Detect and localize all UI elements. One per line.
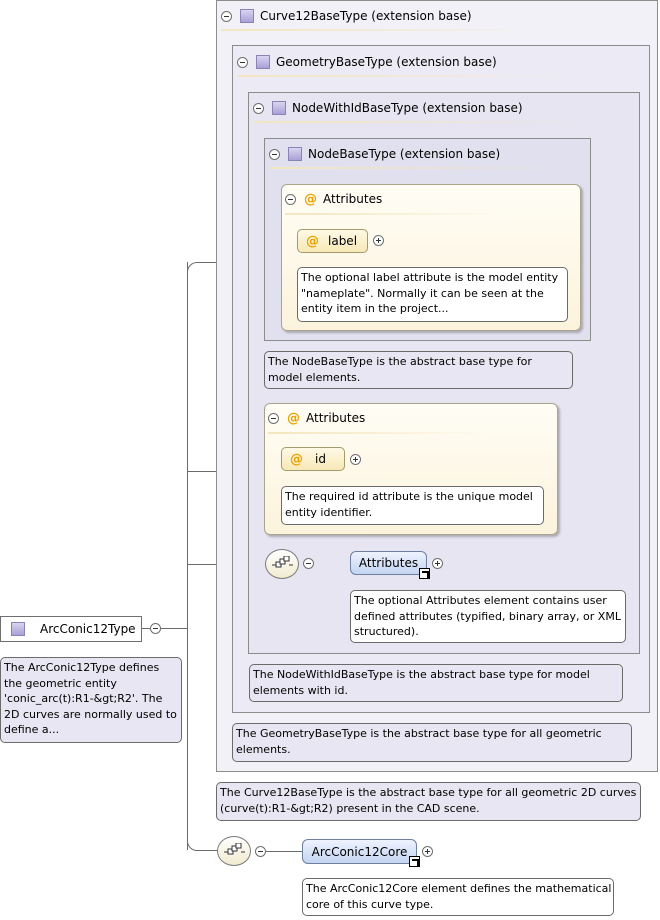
nodebase-title: NodeBaseType (extension base) [308, 147, 501, 161]
complex-type-icon [11, 622, 25, 636]
sequence-compositor-1[interactable] [265, 549, 299, 579]
sequence-compositor-icon [224, 843, 245, 855]
complex-type-icon [240, 9, 254, 23]
reference-arrow-icon [419, 568, 430, 579]
collapse-icon[interactable] [237, 56, 248, 68]
curve12-doc: The Curve12BaseType is the abstract base… [216, 782, 641, 821]
root-type-name: ArcConic12Type [40, 622, 136, 636]
expand-icon[interactable] [350, 454, 361, 465]
label-attribute-name: label [328, 234, 358, 248]
nodebase-doc: The NodeBaseType is the abstract base ty… [264, 351, 573, 389]
expand-icon[interactable] [373, 235, 384, 246]
header-separator [253, 121, 583, 123]
expand-icon[interactable] [422, 846, 433, 857]
curve12-header[interactable]: Curve12BaseType (extension base) [221, 7, 472, 25]
sequence-compositor-icon [272, 556, 293, 568]
header-separator [269, 167, 569, 169]
attributes-element[interactable]: Attributes [350, 551, 427, 575]
expand-icon[interactable] [432, 558, 443, 569]
core-element-doc: The ArcConic12Core element defines the m… [302, 878, 614, 916]
id-attributes-title: Attributes [306, 411, 366, 425]
header-separator [237, 75, 567, 77]
root-doc: The ArcConic12Type defines the geometric… [0, 657, 182, 743]
group-separator [285, 213, 505, 215]
complex-type-icon [256, 55, 270, 69]
nodewithid-header[interactable]: NodeWithIdBaseType (extension base) [253, 99, 523, 117]
nodewithid-doc: The NodeWithIdBaseType is the abstract b… [249, 664, 623, 702]
connector-core-element [266, 851, 303, 852]
collapse-icon[interactable] [285, 193, 296, 205]
attribute-at-icon: @ [306, 233, 319, 249]
collapse-icon[interactable] [150, 623, 161, 634]
tree-bottom-curve [187, 838, 199, 851]
collapse-icon[interactable] [253, 102, 264, 114]
label-attribute-doc: The optional label attribute is the mode… [297, 267, 568, 322]
id-attribute-name: id [315, 452, 326, 466]
sequence-compositor-2[interactable] [217, 836, 251, 866]
id-attributes-header[interactable]: @ Attributes [268, 409, 365, 427]
label-attributes-header[interactable]: @ Attributes [285, 190, 382, 208]
tree-top-curve [187, 262, 199, 274]
root-connector [142, 628, 188, 629]
connector-sequence-2 [198, 850, 218, 851]
core-element[interactable]: ArcConic12Core [302, 839, 417, 864]
core-element-name: ArcConic12Core [311, 844, 408, 859]
group-separator [268, 432, 488, 434]
reference-arrow-icon [409, 856, 420, 867]
collapse-icon[interactable] [255, 846, 266, 857]
geometry-title: GeometryBaseType (extension base) [276, 55, 497, 69]
id-attribute[interactable]: @ id [281, 447, 345, 471]
nodebase-header[interactable]: NodeBaseType (extension base) [269, 145, 500, 163]
collapse-icon[interactable] [221, 10, 232, 22]
label-attribute[interactable]: @ label [297, 229, 368, 253]
label-attributes-title: Attributes [323, 192, 383, 206]
attributes-element-name: Attributes [358, 556, 419, 570]
header-separator [221, 29, 551, 31]
geometry-doc: The GeometryBaseType is the abstract bas… [232, 723, 632, 762]
geometry-header[interactable]: GeometryBaseType (extension base) [237, 53, 497, 71]
complex-type-icon [272, 101, 286, 115]
attribute-at-icon: @ [304, 191, 317, 207]
attributes-element-doc: The optional Attributes element contains… [350, 590, 626, 643]
collapse-icon[interactable] [269, 148, 280, 160]
collapse-icon[interactable] [303, 558, 314, 569]
curve12-title: Curve12BaseType (extension base) [260, 9, 472, 23]
root-type-box[interactable]: ArcConic12Type [0, 616, 142, 642]
nodewithid-title: NodeWithIdBaseType (extension base) [292, 101, 523, 115]
attribute-at-icon: @ [290, 451, 303, 467]
complex-type-icon [288, 147, 302, 161]
id-attribute-doc: The required id attribute is the unique … [281, 486, 544, 525]
attribute-at-icon: @ [287, 410, 300, 426]
tree-vertical-connector [187, 262, 188, 850]
collapse-icon[interactable] [268, 412, 279, 424]
